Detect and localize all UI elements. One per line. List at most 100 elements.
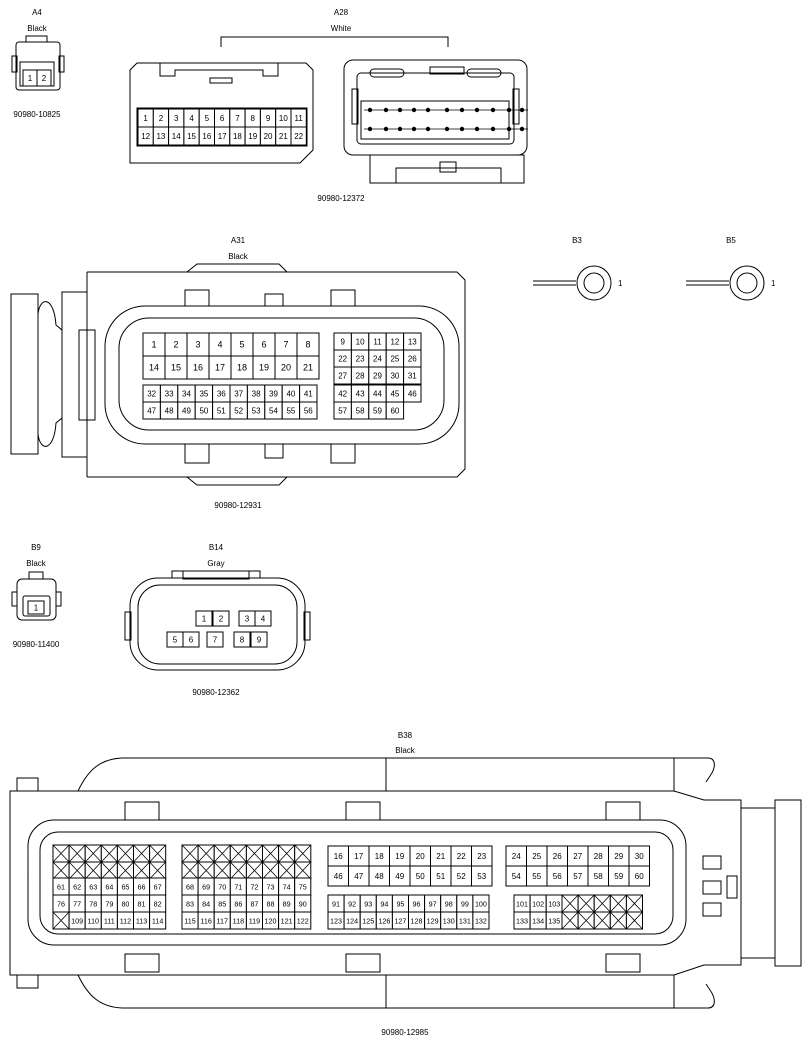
pin-label: 9 (266, 114, 271, 123)
b3-ring-terminal (533, 265, 612, 301)
pin-label: 56 (553, 872, 562, 881)
blank-cavity-cross (133, 844, 150, 863)
a28-code: A28 (334, 8, 349, 17)
pin-label: 2 (42, 74, 47, 83)
pin-label: 46 (334, 872, 343, 881)
pin-label: 54 (269, 407, 278, 416)
pin-label: 129 (427, 917, 439, 926)
b3-code: B3 (572, 236, 582, 245)
a31-color: Black (228, 252, 249, 261)
pin-cell (472, 911, 490, 930)
terminal-dot (383, 107, 389, 113)
pin-label: 99 (461, 900, 469, 909)
pin-label: 53 (477, 872, 486, 881)
pin-label: 23 (356, 355, 365, 364)
pin-label: 30 (390, 372, 399, 381)
pin-label: 39 (269, 390, 278, 399)
pin-label: 88 (267, 900, 275, 909)
pin-label: 12 (390, 338, 399, 347)
pin-label: 111 (104, 917, 115, 926)
blank-cavity-cross (197, 861, 215, 880)
pin-label: 110 (88, 917, 99, 926)
pin-label: 10 (279, 114, 288, 123)
pin-label: 27 (573, 852, 582, 861)
pin-label: 66 (138, 883, 146, 892)
blank-cavity-cross (246, 844, 263, 863)
pin-cell (385, 401, 405, 420)
blank-cavity-cross (213, 844, 231, 863)
pin-label: 51 (217, 407, 226, 416)
pin-label: 119 (249, 917, 260, 926)
pin-cell (254, 610, 272, 627)
pin-label: 86 (234, 900, 242, 909)
terminal-dot (425, 107, 431, 113)
blank-cavity-cross (181, 861, 199, 880)
pin-label: 76 (57, 900, 65, 909)
blank-cavity-cross (101, 844, 118, 863)
pin-label: 49 (182, 407, 191, 416)
a28-pair-bracket (220, 36, 449, 47)
pin-label: 78 (89, 900, 97, 909)
pin-label: 22 (338, 355, 347, 364)
pin-label: 4 (217, 340, 222, 350)
pin-label: 101 (516, 900, 528, 909)
pin-label: 12 (141, 132, 150, 141)
blank-cavity-cross (181, 844, 199, 863)
connector-b5: B5 1 (686, 236, 776, 301)
pin-label: 121 (281, 917, 293, 926)
pin-label: 19 (259, 363, 269, 373)
pin-label: 6 (189, 636, 194, 645)
pin-label: 41 (304, 390, 313, 399)
pin-label: 26 (553, 852, 562, 861)
a28-part: 90980-12372 (317, 194, 365, 203)
pin-label: 72 (250, 883, 258, 892)
pin-label: 18 (233, 132, 242, 141)
pin-label: 43 (356, 390, 365, 399)
pin-label: 130 (443, 917, 455, 926)
terminal-dot (397, 107, 403, 113)
pin-label: 6 (261, 340, 266, 350)
blank-cavity-cross (133, 861, 150, 880)
blank-cavity-cross (278, 844, 295, 863)
pin-label: 3 (195, 340, 200, 350)
b38-color: Black (395, 746, 416, 755)
blank-cavity-cross (246, 861, 263, 880)
terminal-dot (444, 126, 450, 132)
pin-cell (250, 631, 268, 648)
pin-label: 124 (346, 917, 358, 926)
pin-label: 84 (202, 900, 210, 909)
pin-label: 22 (294, 132, 303, 141)
pin-label: 134 (532, 917, 544, 926)
pin-label: 133 (516, 917, 528, 926)
pin-label: 20 (416, 852, 425, 861)
blank-cavity-cross (68, 861, 86, 880)
pin-label: 93 (364, 900, 372, 909)
pin-label: 18 (375, 852, 384, 861)
pin-label: 11 (294, 114, 303, 123)
blank-cavity-cross (149, 861, 166, 880)
pin-label: 25 (532, 852, 541, 861)
blank-cavity-cross (561, 894, 579, 913)
pin-label: 85 (218, 900, 226, 909)
pin-label: 74 (283, 883, 291, 892)
blank-cavity-cross (84, 844, 102, 863)
terminal-dot (490, 107, 496, 113)
blank-cavity-cross (294, 861, 312, 880)
pin-label: 109 (71, 917, 83, 926)
terminal-dot (444, 107, 450, 113)
pin-label: 49 (395, 872, 404, 881)
pin-label: 20 (264, 132, 273, 141)
pin-label: 82 (154, 900, 162, 909)
pin-label: 42 (338, 390, 347, 399)
blank-cavity-cross (230, 844, 247, 863)
terminal-dot (506, 126, 512, 132)
pin-label: 4 (189, 114, 194, 123)
pin-label: 35 (199, 390, 208, 399)
pin-label: 19 (248, 132, 257, 141)
pin-label: 30 (635, 852, 644, 861)
blank-cavity-cross (262, 861, 279, 880)
pin-label: 47 (147, 407, 156, 416)
